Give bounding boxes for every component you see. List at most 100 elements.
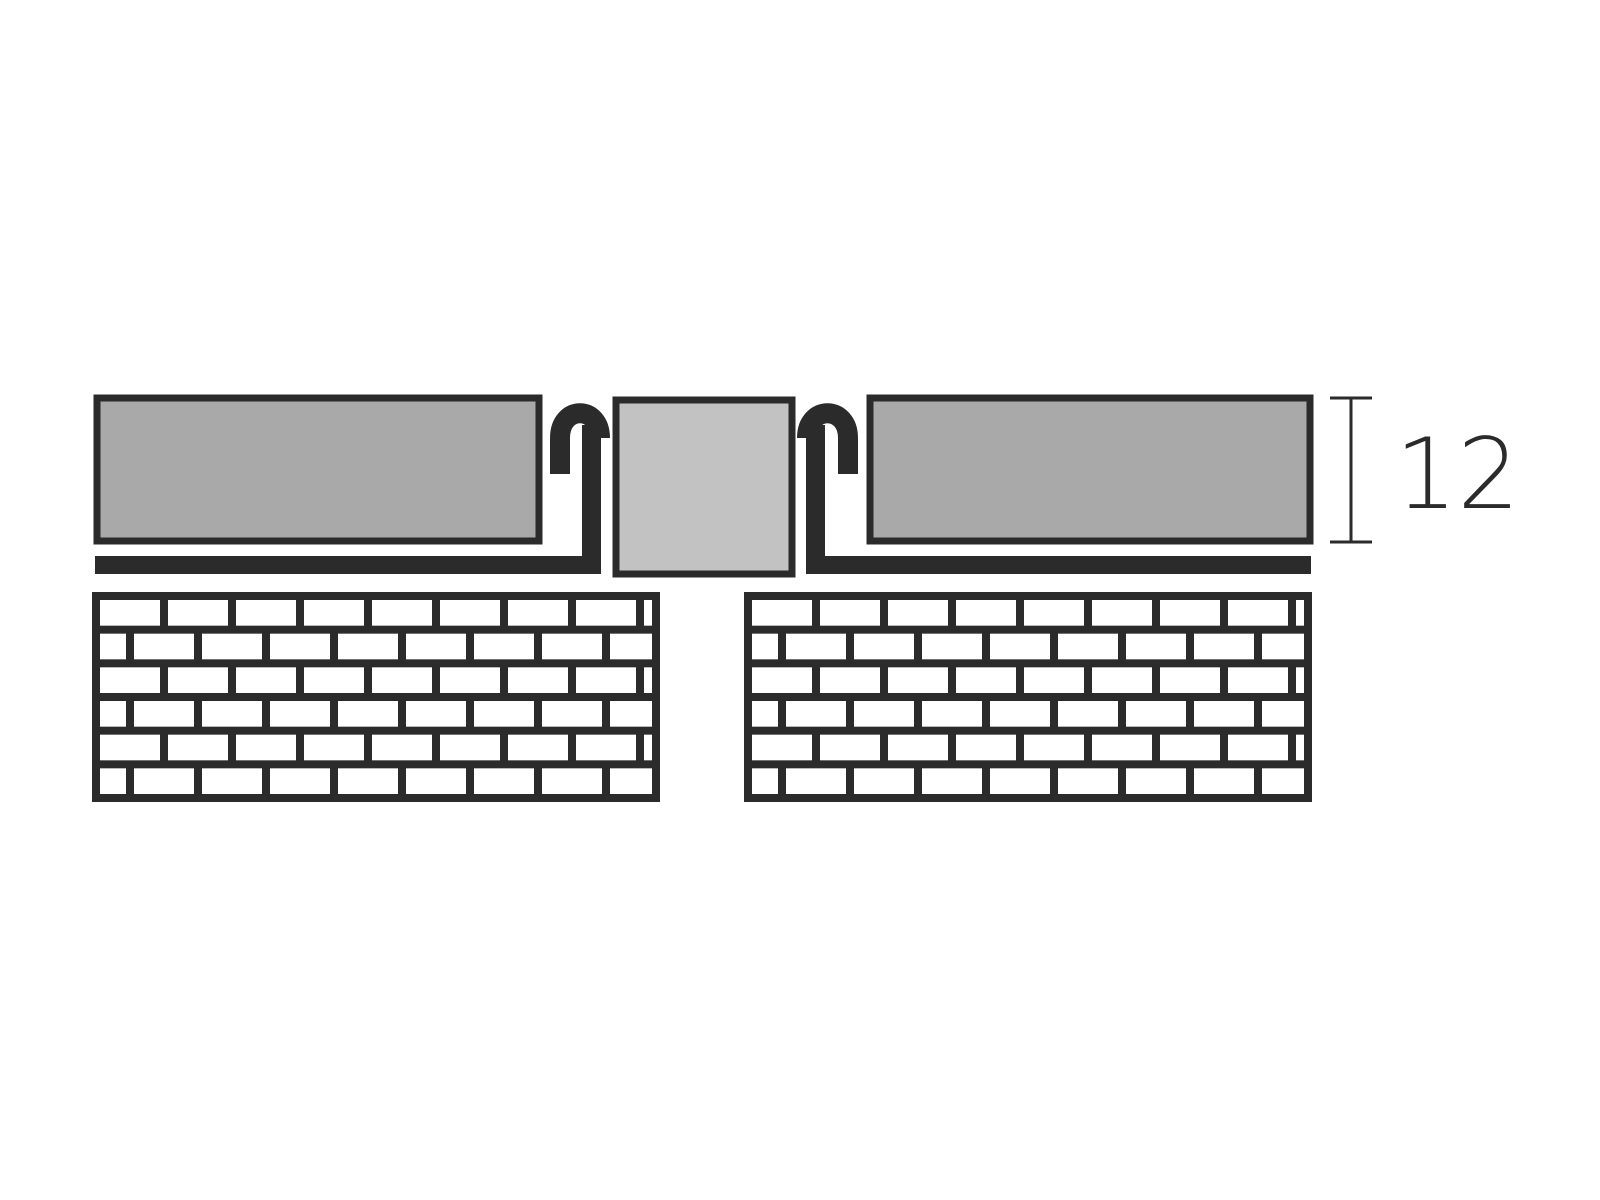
left-substrate bbox=[92, 592, 660, 802]
brick bbox=[542, 701, 602, 727]
brick bbox=[1058, 768, 1118, 794]
left-profile-hook bbox=[550, 403, 610, 474]
brick bbox=[1194, 633, 1254, 660]
brick bbox=[854, 633, 914, 660]
brick bbox=[236, 734, 296, 761]
brick bbox=[168, 734, 228, 761]
brick bbox=[1194, 768, 1254, 794]
brick bbox=[1092, 600, 1152, 626]
joint-insert bbox=[612, 396, 796, 578]
brick bbox=[1126, 701, 1186, 727]
brick bbox=[270, 633, 330, 660]
brick bbox=[100, 701, 126, 727]
right-profile-hook bbox=[797, 403, 858, 474]
brick bbox=[1262, 701, 1304, 727]
brick bbox=[236, 667, 296, 693]
brick bbox=[134, 633, 194, 660]
brick bbox=[474, 633, 534, 660]
brick bbox=[576, 734, 636, 761]
right-tile bbox=[866, 394, 1314, 545]
brick bbox=[1296, 667, 1304, 693]
brick bbox=[786, 701, 846, 727]
brick bbox=[168, 667, 228, 693]
right-profile bbox=[797, 403, 1311, 574]
brick bbox=[922, 701, 982, 727]
brick bbox=[1024, 734, 1084, 761]
brick bbox=[1058, 701, 1118, 727]
left-profile-leg bbox=[582, 425, 601, 574]
brick bbox=[100, 667, 160, 693]
brick-wall-mortar bbox=[744, 592, 1312, 802]
brick bbox=[820, 600, 880, 626]
brick bbox=[1160, 600, 1220, 626]
brick bbox=[990, 701, 1050, 727]
brick bbox=[644, 600, 652, 626]
brick bbox=[576, 667, 636, 693]
brick bbox=[922, 633, 982, 660]
brick bbox=[372, 600, 432, 626]
brick bbox=[1194, 701, 1254, 727]
brick bbox=[888, 734, 948, 761]
brick bbox=[990, 633, 1050, 660]
brick bbox=[1126, 633, 1186, 660]
brick bbox=[1024, 600, 1084, 626]
brick bbox=[372, 734, 432, 761]
brick bbox=[956, 734, 1016, 761]
brick bbox=[1296, 600, 1304, 626]
brick bbox=[168, 600, 228, 626]
brick bbox=[956, 600, 1016, 626]
brick bbox=[100, 768, 126, 794]
brick bbox=[1262, 768, 1304, 794]
brick bbox=[202, 768, 262, 794]
brick bbox=[542, 633, 602, 660]
brick bbox=[786, 633, 846, 660]
brick bbox=[610, 701, 652, 727]
brick bbox=[304, 667, 364, 693]
brick bbox=[1092, 667, 1152, 693]
brick bbox=[270, 768, 330, 794]
brick bbox=[854, 701, 914, 727]
brick bbox=[236, 600, 296, 626]
brick bbox=[752, 768, 778, 794]
right-profile-leg bbox=[806, 425, 825, 574]
brick bbox=[1160, 734, 1220, 761]
brick bbox=[202, 633, 262, 660]
brick bbox=[474, 768, 534, 794]
brick bbox=[372, 667, 432, 693]
thickness-dimension: 12 bbox=[1330, 396, 1520, 544]
brick bbox=[406, 701, 466, 727]
brick bbox=[956, 667, 1016, 693]
brick bbox=[406, 633, 466, 660]
brick bbox=[752, 600, 812, 626]
brick bbox=[1296, 734, 1304, 761]
brick bbox=[752, 667, 812, 693]
brick bbox=[752, 734, 812, 761]
brick bbox=[304, 734, 364, 761]
left-profile bbox=[95, 403, 610, 574]
brick bbox=[644, 734, 652, 761]
brick-wall-mortar bbox=[92, 592, 660, 802]
brick bbox=[1024, 667, 1084, 693]
brick bbox=[134, 701, 194, 727]
brick bbox=[508, 667, 568, 693]
brick bbox=[474, 701, 534, 727]
left-tile bbox=[93, 394, 543, 545]
brick bbox=[1092, 734, 1152, 761]
brick bbox=[338, 768, 398, 794]
brick bbox=[888, 667, 948, 693]
brick bbox=[752, 701, 778, 727]
right-substrate bbox=[744, 592, 1312, 802]
brick bbox=[610, 633, 652, 660]
brick bbox=[338, 633, 398, 660]
brick bbox=[542, 768, 602, 794]
brick bbox=[854, 768, 914, 794]
brick bbox=[1228, 734, 1288, 761]
brick bbox=[610, 768, 652, 794]
brick bbox=[576, 600, 636, 626]
brick bbox=[270, 701, 330, 727]
brick bbox=[202, 701, 262, 727]
brick bbox=[406, 768, 466, 794]
brick bbox=[508, 734, 568, 761]
brick bbox=[922, 768, 982, 794]
